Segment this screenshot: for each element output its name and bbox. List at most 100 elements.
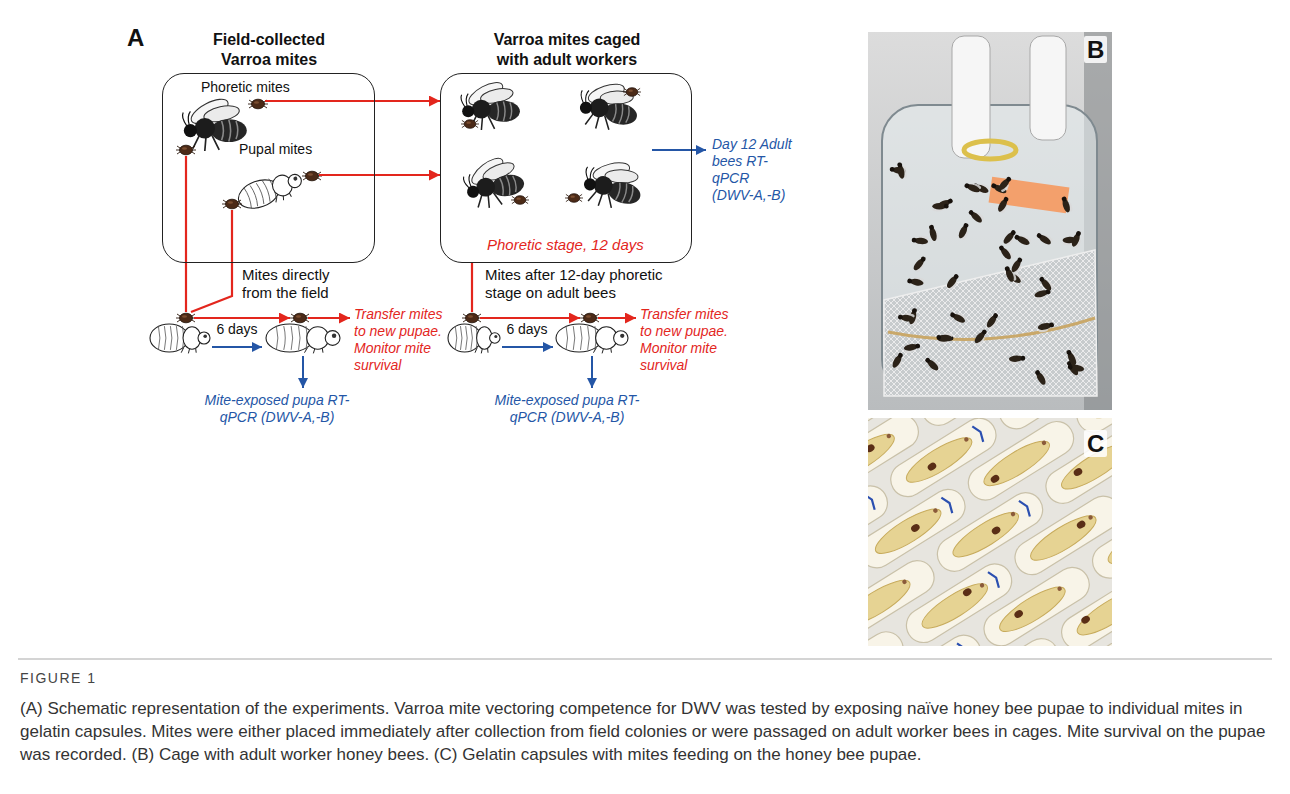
caged-bee — [896, 162, 907, 180]
pupa-drawing — [286, 173, 303, 190]
pupa-drawing — [556, 324, 628, 353]
cage-photo — [964, 141, 1016, 159]
caged-bee — [1034, 369, 1041, 376]
caged-bee — [932, 203, 948, 212]
varroa-mite — [462, 313, 482, 323]
capsule-rows — [868, 625, 910, 646]
bee-drawing — [462, 105, 474, 117]
capsule-rows — [868, 443, 876, 454]
assay-note: Day 12 Adult bees RT-qPCR (DWV-A,-B) — [712, 136, 794, 204]
caged-bee — [985, 312, 1001, 330]
arrow-line — [598, 317, 636, 319]
bee-drawing — [460, 150, 527, 211]
cage-photo — [1030, 36, 1066, 140]
box-text: Pupal mites — [239, 141, 312, 158]
caged-bee — [963, 180, 981, 194]
pupa-drawing — [325, 331, 340, 346]
caged-bee — [997, 243, 1014, 261]
caged-bee — [1061, 196, 1067, 202]
varroa-mite — [296, 315, 301, 318]
caged-bee — [1016, 257, 1023, 264]
caged-bee — [949, 312, 956, 319]
bee-drawing — [497, 101, 512, 121]
capsule-rows — [989, 474, 1000, 485]
bee-drawing — [584, 166, 594, 181]
capsule-rows — [1024, 636, 1112, 646]
varroa-mite — [176, 146, 196, 154]
caged-bee — [1010, 229, 1017, 236]
cage-photo — [989, 177, 1070, 214]
caged-bee — [1009, 355, 1026, 364]
varroa-mite — [290, 313, 310, 323]
capsule-rows — [1075, 519, 1086, 530]
bee-drawing — [579, 101, 593, 115]
bee-drawing — [463, 174, 472, 188]
caged-bee — [920, 256, 927, 263]
transfer-line — [265, 100, 375, 102]
varroa-mite — [628, 89, 633, 91]
varroa-mite — [565, 194, 583, 201]
caged-bee — [1038, 276, 1045, 283]
bee-drawing — [211, 119, 247, 142]
panel-letter: A — [127, 24, 144, 51]
group-box: Varroa mites caged with adult workersPho… — [440, 73, 692, 263]
capsule-photo — [868, 418, 1112, 646]
varroa-mite — [176, 314, 196, 322]
arrow-line — [308, 317, 350, 319]
cage-photo — [884, 250, 1097, 396]
varroa-mite — [180, 313, 193, 323]
bee-drawing — [184, 124, 197, 137]
capsule-rows — [932, 418, 1008, 419]
capsule-rows — [910, 523, 921, 534]
panel-letter: B — [1084, 36, 1107, 63]
varroa-mite — [182, 147, 187, 150]
pupa-drawing — [276, 326, 307, 350]
pupa-drawing — [150, 324, 210, 353]
caged-bee — [1014, 234, 1020, 240]
varroa-mite — [176, 145, 196, 155]
varroa-mite — [466, 121, 471, 123]
arrow-line — [194, 317, 290, 319]
varroa-mite — [180, 145, 193, 155]
cage-photo — [868, 32, 1112, 410]
bee-drawing — [461, 78, 520, 130]
figure-caption: (A) Schematic representation of the expe… — [20, 697, 1272, 766]
transfer-line — [191, 210, 232, 312]
capsule-photo — [868, 418, 1112, 646]
pupa-drawing — [158, 326, 184, 350]
varroa-mite — [584, 313, 597, 323]
box-text: Phoretic stage, 12 days — [487, 236, 644, 254]
transfer-line — [471, 262, 473, 312]
arrow-line — [652, 149, 706, 151]
caged-bee — [924, 357, 931, 364]
capsule-rows — [1072, 467, 1083, 478]
caged-bee — [936, 332, 953, 342]
capsule-rows — [932, 508, 938, 514]
step-note: Mites after 12-day phoretic stage on adu… — [485, 266, 695, 302]
capsule-rows — [1010, 511, 1016, 517]
pupa-drawing — [332, 334, 336, 338]
varroa-mite — [623, 88, 641, 97]
capsule-rows — [948, 505, 1024, 564]
bee-drawing — [500, 174, 518, 196]
caged-bee — [998, 245, 1005, 252]
capsule-rows — [994, 580, 1070, 639]
capsule-rows — [941, 495, 954, 513]
capsule-rows — [962, 587, 973, 598]
capsule-rows — [926, 461, 937, 472]
caged-bee — [949, 309, 967, 324]
caged-bee — [912, 255, 929, 273]
cage-photo — [884, 250, 1097, 396]
arrow-line — [591, 356, 593, 388]
caged-bee — [1020, 356, 1025, 361]
caged-bee — [1035, 230, 1053, 246]
caged-bee — [911, 238, 916, 243]
varroa-mite — [580, 314, 600, 322]
pupa-drawing — [235, 166, 306, 214]
caged-bee — [907, 275, 925, 286]
varroa-mite — [308, 173, 313, 176]
caged-bee — [1070, 230, 1084, 248]
procedure-note: Transfer mites to new pupae. Monitor mit… — [640, 306, 740, 374]
group-box: Field-collected Varroa mitesPhoretic mit… — [162, 73, 375, 263]
